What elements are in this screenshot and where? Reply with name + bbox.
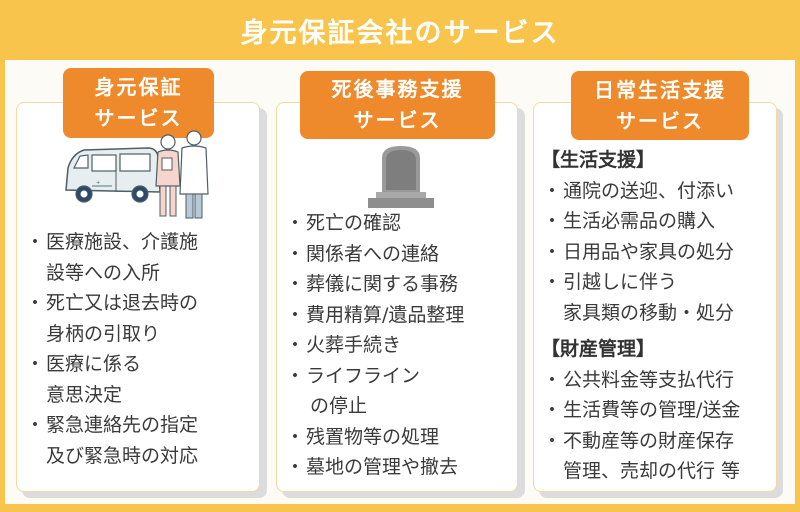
list-item: ・死亡の確認 <box>285 212 402 234</box>
van-nurse-doctor-illustration: + <box>65 130 209 219</box>
tab-label-line2: サービス <box>616 108 704 133</box>
tab-daily-life-support: 日常生活支援 サービス <box>571 71 749 140</box>
list-item: ・関係者への連絡 <box>285 242 440 265</box>
list-item: ・医療施設、介護施 <box>25 231 199 253</box>
section-heading-asset-management: 【財産管理】 <box>541 338 656 360</box>
list-item: ・医療に係る <box>25 353 142 375</box>
list-item-continuation: 設等への入所 <box>46 261 161 284</box>
list-item: ・火葬手続き <box>285 334 402 356</box>
list-posthumous-affairs: ・死亡の確認 ・関係者への連絡 ・葬儀に関する事務 ・費用精算/遺品整理 ・火葬… <box>284 208 516 483</box>
list-item: ・緊急連絡先の指定 <box>25 414 199 436</box>
list-item-continuation: 身柄の引取り <box>46 322 161 345</box>
tab-label-line1: 死後事務支援 <box>331 77 464 101</box>
list-item: ・日用品や家具の処分 <box>542 240 735 263</box>
list-daily-life-support: 【生活支援】 ・通院の送迎、付添い ・生活必需品の購入 ・日用品や家具の処分 ・… <box>541 145 781 487</box>
tab-label-line1: 日常生活支援 <box>594 77 726 102</box>
svg-text:+: + <box>96 180 100 186</box>
list-item: ・生活必需品の購入 <box>542 210 716 232</box>
gravestone-illustration <box>368 146 434 208</box>
list-item: ・引越しに伴う <box>542 271 678 293</box>
list-item: ・墓地の管理や撤去 <box>285 456 459 478</box>
tab-identity-guarantee: 身元保証 サービス <box>63 68 214 138</box>
list-item: ・生活費等の管理/送金 <box>542 399 741 421</box>
page-title: 身元保証会社のサービス <box>240 17 560 49</box>
tab-label-line2: サービス <box>353 108 442 132</box>
list-item: ・残置物等の処理 <box>285 425 440 448</box>
tab-label-line1: 身元保証 <box>94 75 183 99</box>
list-item: ・ライフライン <box>285 364 421 387</box>
tab-label-line2: サービス <box>94 106 183 130</box>
list-identity-guarantee: ・医療施設、介護施 設等への入所 ・死亡又は退去時の 身柄の引取り ・医療に係る… <box>24 227 256 471</box>
list-item-continuation: 管理、売却の代行 等 <box>563 460 741 482</box>
list-item-continuation: の停止 <box>310 395 368 417</box>
list-item: ・費用精算/遺品整理 <box>285 303 465 326</box>
list-item: ・公共料金等支払代行 <box>542 368 735 391</box>
list-item-continuation: 及び緊急時の対応 <box>46 444 199 467</box>
list-item: ・不動産等の財産保存 <box>542 429 735 452</box>
list-item: ・通院の送迎、付添い <box>542 179 735 202</box>
list-item-continuation: 家具類の移動・処分 <box>563 301 735 324</box>
tab-posthumous-affairs: 死後事務支援 サービス <box>300 71 495 139</box>
card-daily-life-support <box>533 102 777 492</box>
section-heading-life-support: 【生活支援】 <box>541 149 656 171</box>
list-item: ・葬儀に関する事務 <box>285 273 459 295</box>
list-item: ・死亡又は退去時の <box>25 292 199 314</box>
list-item-continuation: 意思決定 <box>46 383 123 406</box>
